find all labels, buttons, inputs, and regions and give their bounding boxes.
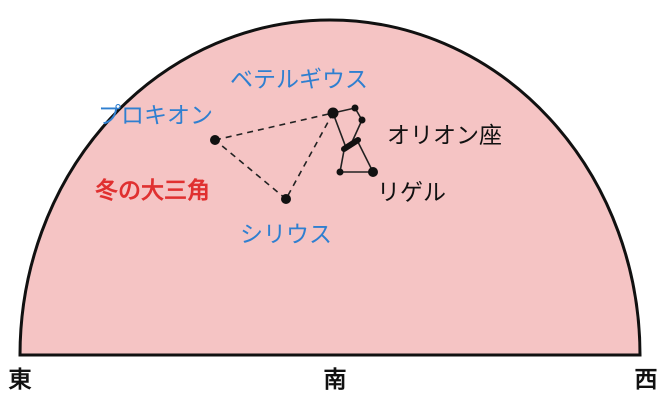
direction-east: 東 [9, 367, 32, 393]
winter-triangle-lines [214, 112, 334, 200]
orion-star-bellatrix [351, 104, 359, 112]
procyon-label: プロキオン [98, 103, 213, 129]
direction-south: 南 [324, 367, 347, 393]
rigel-label: リゲル [377, 180, 446, 206]
procyon-star [210, 135, 220, 145]
betelgeuse-label: ベテルギウス [230, 67, 368, 93]
rigel-star [368, 167, 378, 177]
sirius-star [281, 194, 291, 204]
sirius-label: シリウス [240, 222, 332, 248]
direction-west: 西 [635, 367, 658, 393]
winter-triangle-label: 冬の大三角 [95, 177, 210, 204]
orion-star-saiph [336, 168, 344, 176]
orion-belt [341, 137, 361, 152]
sky-dome [18, 18, 642, 357]
betelgeuse-star [327, 107, 339, 119]
orion-label: オリオン座 [387, 123, 502, 149]
orion-star-shoulder [358, 116, 366, 124]
